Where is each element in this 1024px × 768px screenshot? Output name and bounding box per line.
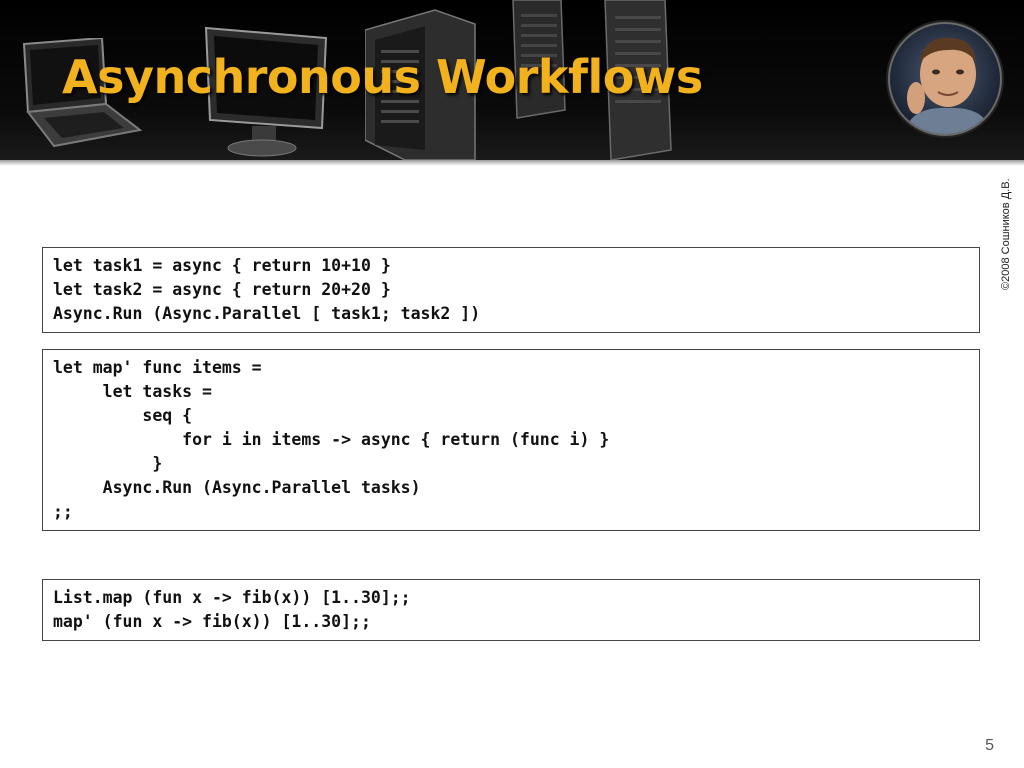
presenter-avatar xyxy=(888,22,1002,136)
copyright-notice: ©2008 Сошников Д.В. xyxy=(1000,178,1012,290)
monitor-icon xyxy=(204,26,328,157)
code-line: Async.Run (Async.Parallel [ task1; task2… xyxy=(53,304,481,323)
slide-title: Asynchronous Workflows xyxy=(62,50,703,104)
code-line: seq { xyxy=(53,406,193,425)
presenter-photo-icon xyxy=(904,37,992,134)
code-line: let task2 = async { return 20+20 } xyxy=(53,280,391,299)
server-tower-icon xyxy=(365,0,672,160)
code-block-parallel-tasks: let task1 = async { return 10+10 } let t… xyxy=(42,247,980,333)
code-line: } xyxy=(53,454,163,473)
code-line: map' (fun x -> fib(x)) [1..30];; xyxy=(53,612,371,631)
code-line: let tasks = xyxy=(53,382,212,401)
header-divider xyxy=(0,160,1024,166)
code-line: let map' func items = xyxy=(53,358,262,377)
code-line: for i in items -> async { return (func i… xyxy=(53,430,610,449)
slide-page-number: 5 xyxy=(985,737,994,754)
code-line: ;; xyxy=(53,502,73,521)
code-line: Async.Run (Async.Parallel tasks) xyxy=(53,478,421,497)
code-line: List.map (fun x -> fib(x)) [1..30];; xyxy=(53,588,411,607)
slide-header: Asynchronous Workflows xyxy=(0,0,1024,160)
code-block-parallel-map: let map' func items = let tasks = seq { … xyxy=(42,349,980,531)
laptop-icon xyxy=(22,38,143,148)
code-block-usage-example: List.map (fun x -> fib(x)) [1..30];; map… xyxy=(42,579,980,641)
code-line: let task1 = async { return 10+10 } xyxy=(53,256,391,275)
